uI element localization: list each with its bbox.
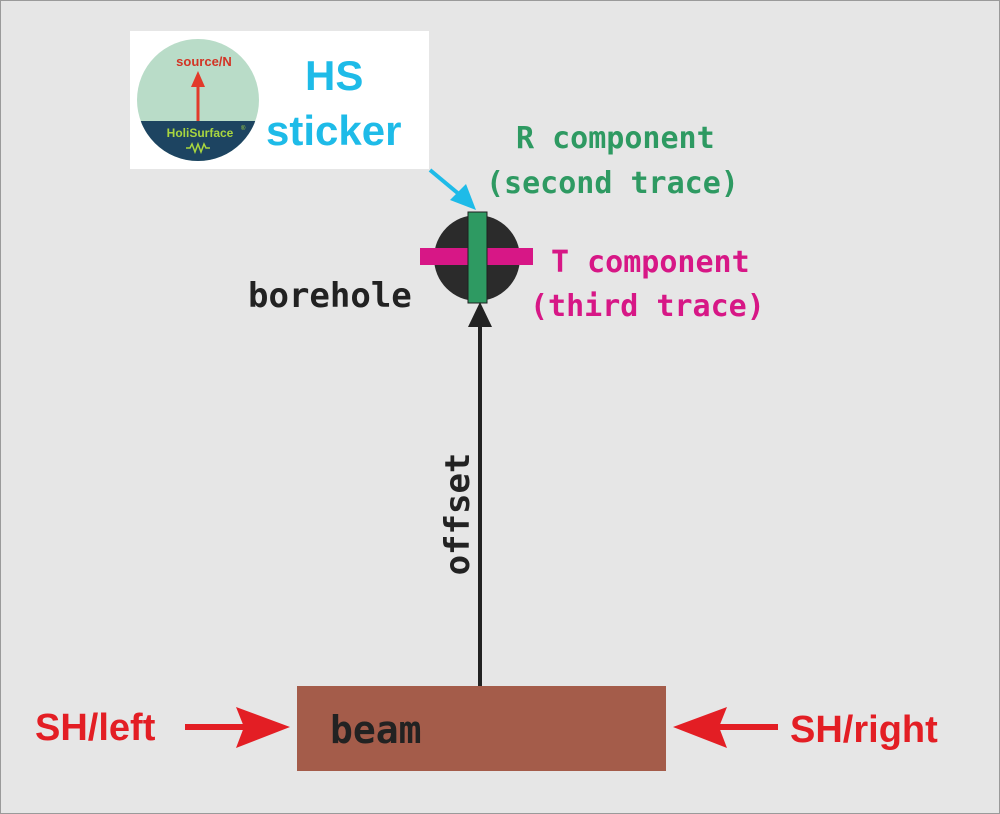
waveform-icon [186, 141, 210, 155]
t-component-note: (third trace) [530, 289, 765, 324]
offset-label: offset [438, 452, 478, 576]
north-arrowhead-icon [191, 71, 205, 87]
r-component-bar [467, 211, 488, 304]
holisurface-logo: source/N HoliSurface ® [137, 39, 259, 161]
sticker-pointer-arrow [428, 168, 476, 210]
sticker-top-text: source/N [176, 54, 232, 69]
sh-right-label: SH/right [790, 709, 938, 751]
r-component-label: R component [516, 121, 715, 156]
beam-block [297, 686, 666, 771]
t-component-label: T component [551, 245, 750, 280]
r-component-note: (second trace) [486, 166, 739, 201]
borehole-label: borehole [248, 276, 412, 316]
hs-sticker-title: HS [305, 52, 364, 99]
hs-sticker-subtitle: sticker [266, 107, 402, 154]
sticker-trademark: ® [241, 125, 246, 132]
sticker-brand-text: HoliSurface [167, 126, 234, 140]
beam-label: beam [330, 708, 422, 752]
sh-left-arrow [185, 707, 290, 748]
sh-right-arrow [673, 707, 778, 748]
sh-left-label: SH/left [35, 707, 156, 749]
